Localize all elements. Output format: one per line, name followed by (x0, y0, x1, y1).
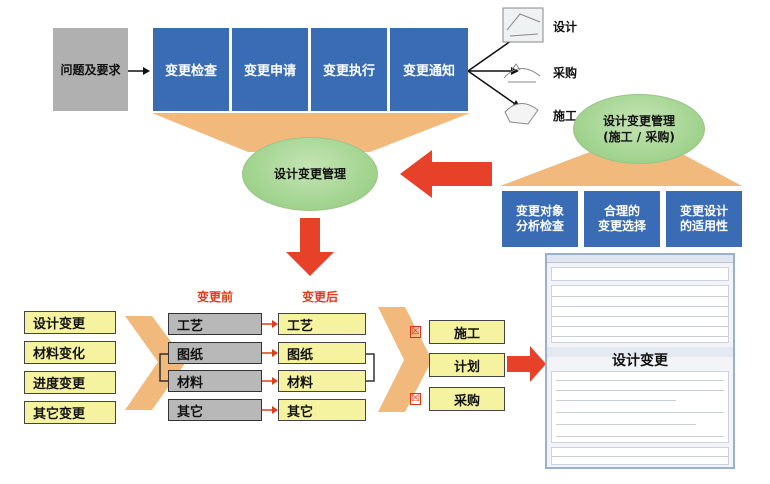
arrow-to-construction (467, 70, 519, 107)
step-change-request: 变更申请 (232, 28, 308, 111)
output-mark-purchase: ☒ (410, 393, 421, 405)
box-applicability: 变更设计 的适用性 (666, 191, 742, 247)
box-object-analysis-l2: 分析检查 (515, 219, 564, 233)
left-item-other-change: 其它变更 (24, 401, 116, 424)
screenshot-form (551, 371, 729, 443)
screenshot-title: 设计变更 (612, 353, 668, 369)
box-reasonable-choice-l2: 变更选择 (597, 219, 646, 233)
output-purchase: 采购 (429, 387, 505, 411)
top-funnel (152, 113, 470, 152)
bracket-before (159, 353, 168, 382)
before-item-other: 其它 (168, 399, 262, 421)
before-label: 变更前 (197, 290, 234, 304)
target-construction: 施工 (553, 109, 578, 123)
target-design: 设计 (553, 20, 578, 34)
construction-thumbnail (504, 103, 539, 125)
before-item-material: 材料 (168, 370, 262, 392)
output-construction: 施工 (429, 320, 505, 344)
after-item-process: 工艺 (278, 313, 366, 335)
screenshot-grid (551, 285, 729, 343)
after-item-other: 其它 (278, 399, 366, 421)
bracket-after (366, 353, 375, 382)
purchase-thumbnail (503, 63, 541, 83)
left-item-material-change: 材料变化 (24, 341, 116, 364)
design-thumbnail (502, 7, 544, 43)
box-object-analysis: 变更对象 分析检查 (502, 191, 578, 247)
screenshot-titlebar (547, 255, 733, 263)
box-reasonable-choice: 合理的 变更选择 (584, 191, 660, 247)
after-item-drawing: 图纸 (278, 342, 366, 364)
right-ellipse-line1: 设计变更管理 (602, 114, 675, 128)
right-ellipse: 设计变更管理 (施工 / 采购) (573, 94, 705, 164)
step-change-notify: 变更通知 (390, 28, 468, 111)
after-item-material: 材料 (278, 370, 366, 392)
output-plan: 计划 (429, 353, 505, 377)
target-purchase: 采购 (553, 66, 578, 80)
screenshot-footer-grid (551, 447, 729, 465)
right-funnel (500, 150, 742, 186)
start-box: 问题及要求 (53, 28, 128, 111)
to-screenshot-arrow (507, 346, 546, 382)
design-change-screenshot: 设计变更 (545, 253, 735, 469)
output-mark-construction: ☒ (410, 326, 421, 338)
start-arrowhead (143, 67, 150, 75)
step-change-check: 变更检查 (153, 28, 229, 111)
box-reasonable-choice-l1: 合理的 (603, 204, 640, 218)
step-change-execute: 变更执行 (311, 28, 387, 111)
before-item-process: 工艺 (168, 313, 262, 335)
center-ellipse: 设计变更管理 (242, 137, 378, 211)
screenshot-toolbar (551, 267, 729, 281)
after-label: 变更后 (302, 290, 339, 304)
left-item-schedule-change: 进度变更 (24, 371, 116, 394)
screenshot-divider (547, 347, 733, 357)
box-applicability-l1: 变更设计 (679, 204, 728, 218)
big-left-arrow (400, 150, 492, 198)
big-down-arrow (286, 218, 334, 276)
box-object-analysis-l1: 变更对象 (515, 204, 564, 218)
right-ellipse-line2: (施工 / 采购) (603, 130, 675, 144)
before-item-drawing: 图纸 (168, 342, 262, 364)
left-item-design-change: 设计变更 (24, 311, 116, 334)
center-ellipse-label: 设计变更管理 (273, 167, 346, 181)
box-applicability-l2: 的适用性 (679, 219, 728, 233)
right-chevron (378, 307, 432, 412)
